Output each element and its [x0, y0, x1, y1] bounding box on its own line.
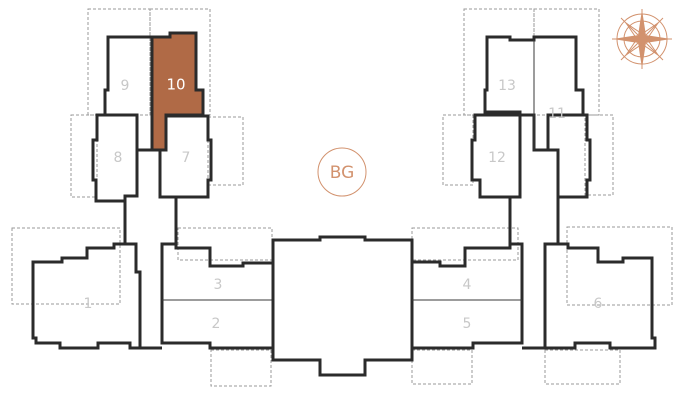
unit-label-11[interactable]: 11	[548, 106, 566, 122]
floor-badge: BG	[317, 147, 367, 197]
unit-label-1[interactable]: 1	[84, 296, 93, 312]
unit-10-highlight[interactable]	[150, 31, 205, 152]
unit-label-3[interactable]: 3	[214, 277, 223, 293]
floor-badge-label: BG	[330, 163, 355, 183]
unit-label-6[interactable]: 6	[594, 296, 603, 312]
unit-label-5[interactable]: 5	[463, 316, 472, 332]
unit-labels: 9 10 8 7 1 3 2 4 5 6 13 11 12	[84, 76, 603, 333]
central-core	[271, 235, 414, 377]
unit-label-4[interactable]: 4	[463, 277, 472, 293]
unit-label-8[interactable]: 8	[114, 150, 123, 166]
unit-label-9[interactable]: 9	[121, 78, 130, 94]
unit-label-2[interactable]: 2	[212, 316, 221, 332]
unit-label-12[interactable]: 12	[488, 150, 506, 166]
compass-rose-icon	[612, 9, 672, 69]
unit-label-13[interactable]: 13	[498, 78, 516, 94]
left-wing	[31, 242, 275, 350]
unit-label-7[interactable]: 7	[182, 150, 191, 166]
right-tower	[470, 35, 592, 244]
unit-label-10[interactable]: 10	[166, 76, 185, 94]
left-tower	[91, 35, 213, 244]
